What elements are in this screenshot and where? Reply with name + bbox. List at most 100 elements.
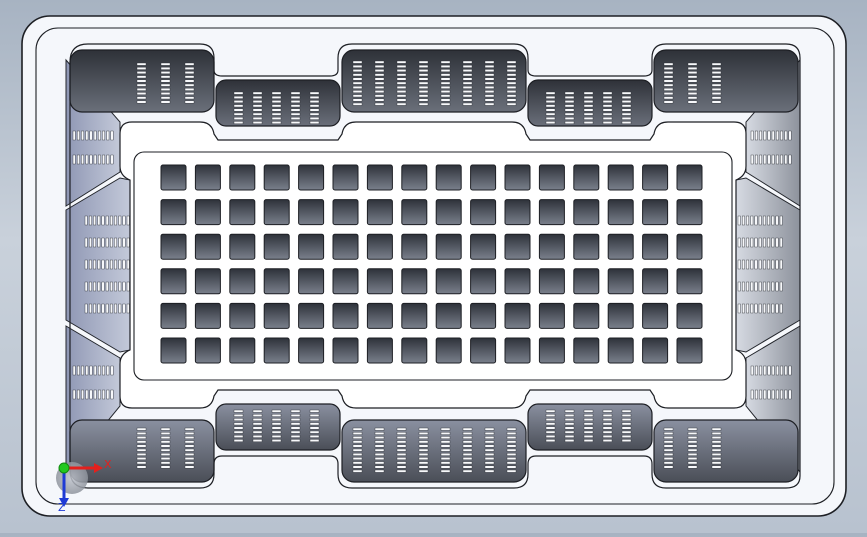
vent-slot (462, 60, 473, 64)
floor-hole (642, 302, 669, 329)
vent-slot (462, 85, 473, 89)
floor-hole (366, 302, 393, 329)
vent-slot (396, 77, 407, 81)
vent-slot-group (750, 130, 792, 165)
vent-slot (687, 465, 698, 469)
vent-slot (136, 432, 147, 435)
vent-slot (160, 453, 171, 456)
vent-slot (506, 81, 517, 85)
vent-slot (788, 365, 792, 376)
vent-slot (418, 453, 429, 456)
vent-slot (184, 432, 195, 435)
vent-slot (97, 237, 101, 248)
vent-slot (396, 432, 407, 435)
vent-slot-group (545, 91, 632, 125)
vent-slot (711, 79, 722, 83)
vent-slot (545, 435, 556, 438)
vent-slot (290, 100, 301, 104)
top-wall-pocket-4 (527, 79, 653, 127)
vent-slot (663, 71, 674, 75)
vent-slot (101, 259, 105, 270)
vent-slot (271, 409, 282, 413)
vent-slot (396, 427, 407, 431)
vent-slot (84, 303, 88, 314)
vent-slot (290, 91, 301, 95)
vent-slot (602, 435, 613, 438)
floor-hole (435, 199, 462, 226)
vent-slot (81, 154, 85, 165)
vent-slot (290, 95, 301, 99)
vent-slot (160, 432, 171, 435)
vent-slot (564, 112, 575, 116)
vent-slot-group (72, 130, 114, 165)
vent-slot (506, 461, 517, 465)
floor-hole (607, 268, 634, 295)
vent-slot (746, 259, 750, 270)
vent-slot (160, 440, 171, 444)
vent-slot (737, 259, 741, 270)
vent-slot (118, 215, 122, 226)
vent-slot (780, 154, 784, 165)
vent-slot (418, 64, 429, 68)
floor-hole (160, 164, 187, 191)
vent-slot (88, 237, 92, 248)
vent-slot (506, 427, 517, 431)
vent-slot (396, 457, 407, 460)
vent-slot (776, 154, 779, 165)
vent-slot (440, 444, 451, 448)
vent-slot (784, 130, 788, 141)
floor-hole (435, 337, 462, 364)
vent-slot (114, 259, 118, 270)
vent-slot (602, 422, 613, 426)
floor-hole (194, 337, 221, 364)
vent-slot (583, 430, 594, 434)
vent-slot (462, 102, 473, 106)
vent-slot (484, 469, 495, 473)
vent-slot (711, 440, 722, 444)
vent-slot (711, 62, 722, 66)
vent-slot (418, 81, 429, 85)
vent-slot (621, 121, 632, 125)
vent-slot (564, 116, 575, 120)
vent-slot (106, 154, 110, 165)
vent-slot (102, 154, 106, 165)
floor-hole (435, 233, 462, 260)
vent-slot-group (663, 427, 722, 469)
vent-slot (309, 430, 320, 434)
vent-slot (746, 237, 750, 248)
floor-hole (504, 233, 531, 260)
vent-slot (545, 439, 556, 442)
vent-slot (564, 414, 575, 417)
vent-slot (545, 426, 556, 430)
vent-slot (271, 100, 282, 104)
vent-slot (309, 418, 320, 421)
vent-slot (506, 85, 517, 89)
vent-slot (84, 259, 88, 270)
vent-slot (663, 432, 674, 435)
coordinate-triad[interactable] (56, 462, 103, 507)
vent-slot (418, 69, 429, 73)
vent-slot (687, 444, 698, 448)
floor-hole (298, 302, 325, 329)
floor-hole (332, 302, 359, 329)
vent-slot (352, 427, 363, 431)
vent-slot (271, 104, 282, 108)
floor-hole (642, 233, 669, 260)
vent-slot (763, 281, 766, 292)
vent-slot (583, 116, 594, 120)
vent-slot (440, 98, 451, 102)
vent-slot (160, 71, 171, 75)
vent-slot (602, 95, 613, 99)
vent-slot (105, 259, 109, 270)
vent-slot (184, 100, 195, 104)
floor-hole (538, 302, 565, 329)
vent-slot (76, 154, 80, 165)
floor-hole (229, 337, 256, 364)
vent-slot (374, 448, 385, 452)
floor-hole (401, 199, 428, 226)
vent-slot (663, 100, 674, 104)
vent-slot (767, 365, 771, 376)
vent-slot (602, 104, 613, 108)
